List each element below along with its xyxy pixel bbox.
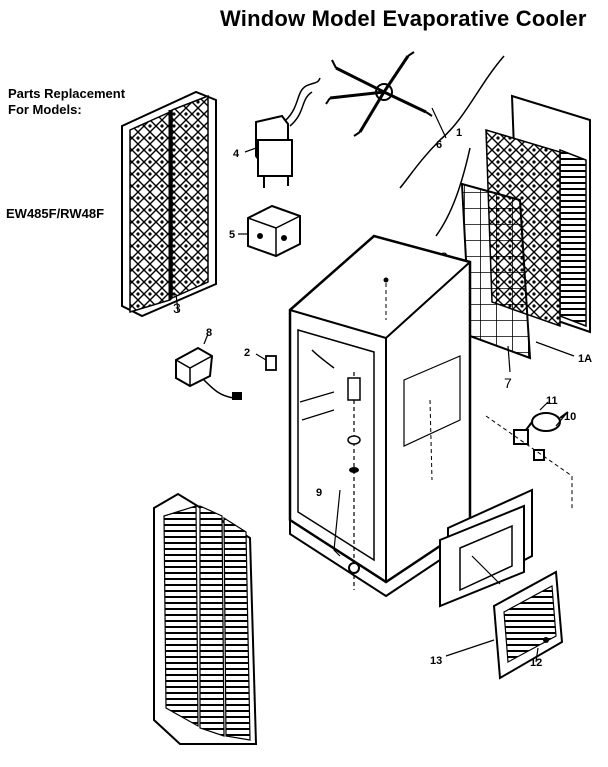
callout-1: 1 bbox=[456, 127, 462, 139]
callout-11: 11 bbox=[546, 395, 558, 407]
callout-4: 4 bbox=[233, 148, 240, 160]
cooler-cabinet bbox=[288, 234, 472, 598]
parts-replacement-heading: Parts Replacement bbox=[8, 86, 126, 101]
switch-box bbox=[238, 204, 301, 258]
leader-line-1 bbox=[399, 55, 505, 189]
callout-7: 7 bbox=[504, 375, 512, 391]
float-valve bbox=[333, 372, 361, 590]
callout-9: 9 bbox=[316, 487, 322, 499]
model-number: EW485F/RW48F bbox=[6, 206, 105, 221]
diagram-title: Window Model Evaporative Cooler bbox=[220, 6, 587, 31]
callout-2: 2 bbox=[244, 347, 250, 359]
motor bbox=[244, 77, 321, 188]
callout-13: 13 bbox=[430, 655, 442, 667]
callout-5: 5 bbox=[229, 229, 235, 241]
knob bbox=[513, 413, 567, 461]
right-pad-assembly bbox=[460, 94, 591, 373]
callout-1a: 1A bbox=[578, 353, 592, 365]
callout-8: 8 bbox=[206, 327, 212, 339]
front-grille bbox=[445, 570, 564, 680]
bracket bbox=[255, 353, 277, 371]
callout-6: 6 bbox=[436, 139, 442, 151]
callout-3-left: 3 bbox=[173, 300, 181, 316]
switch bbox=[525, 401, 569, 432]
air-duct-frame bbox=[439, 488, 533, 608]
blower-wheel bbox=[325, 51, 447, 139]
leader-line-3 bbox=[435, 147, 471, 237]
left-pad-frame bbox=[121, 90, 217, 318]
bottom-grille bbox=[153, 492, 258, 745]
callout-12: 12 bbox=[530, 657, 542, 669]
callout-10: 10 bbox=[564, 411, 576, 423]
assembly-guide-line bbox=[485, 415, 573, 510]
pump bbox=[175, 333, 242, 400]
for-models-heading: For Models: bbox=[8, 102, 82, 117]
